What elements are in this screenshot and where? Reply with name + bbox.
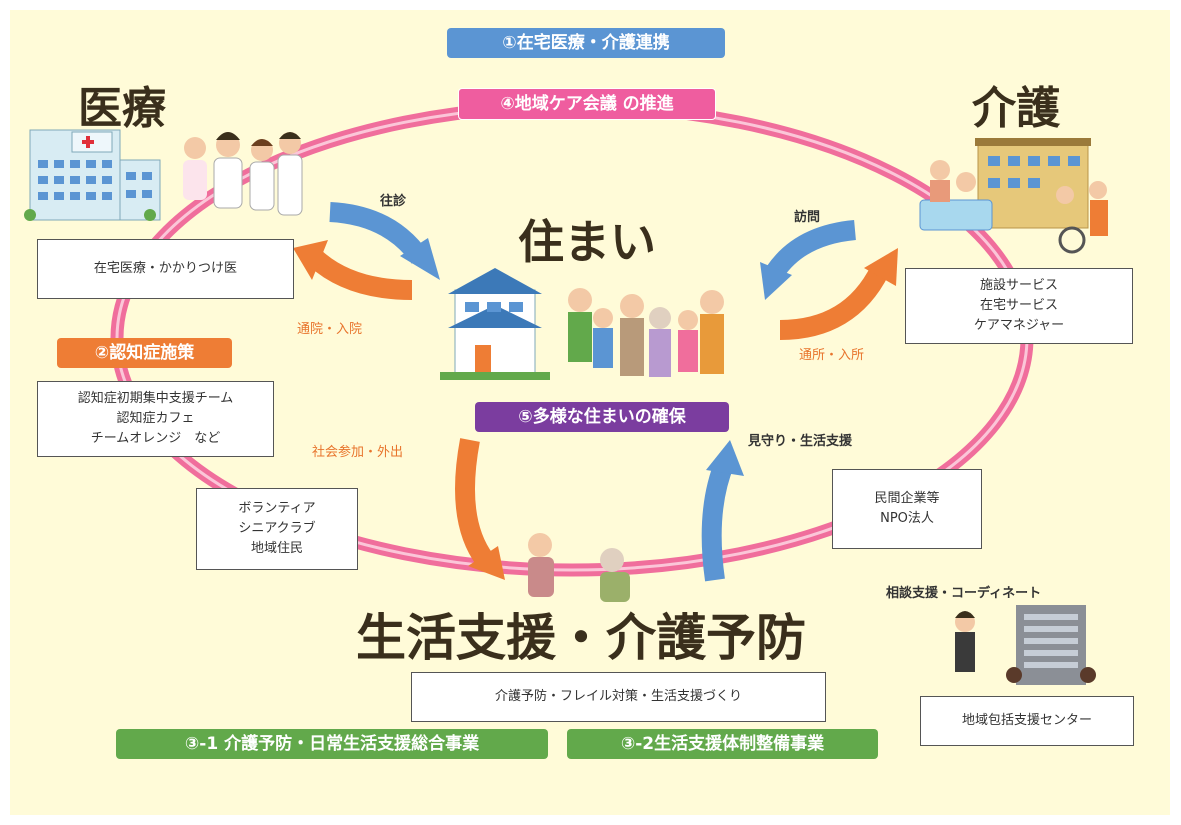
pill-ninchisho: ②認知症施策 bbox=[57, 338, 232, 368]
box-line: 在宅サービス bbox=[979, 298, 1058, 313]
label-tsuin: 通院・入院 bbox=[297, 322, 363, 337]
box-line: ケアマネジャー bbox=[973, 318, 1065, 333]
pill-sogo-jigyo: ③-1 介護予防・日常生活支援総合事業 bbox=[116, 729, 548, 759]
box-kaigo-services: 施設サービス 在宅サービス ケアマネジャー bbox=[905, 268, 1133, 344]
box-line: チームオレンジ など bbox=[90, 431, 221, 446]
box-line: 認知症初期集中支援チーム bbox=[77, 391, 234, 406]
consultant-icon bbox=[955, 611, 975, 672]
pill-zaitaku-renkei: ①在宅医療・介護連携 bbox=[447, 28, 725, 58]
box-line: ボランティア bbox=[238, 501, 316, 516]
box-houkatsu-center: 地域包括支援センター bbox=[920, 696, 1134, 746]
tsuin-arrow bbox=[308, 250, 413, 300]
box-line: 地域住民 bbox=[250, 541, 303, 556]
heading-kaigo: 介護 bbox=[972, 83, 1060, 134]
box-yobo: 介護予防・フレイル対策・生活支援づくり bbox=[411, 672, 826, 722]
medical-staff-icon bbox=[183, 132, 303, 216]
box-line: 介護予防・フレイル対策・生活支援づくり bbox=[494, 689, 742, 704]
hospital-icon bbox=[24, 129, 161, 221]
label-soudan: 相談支援・コーディネート bbox=[886, 586, 1042, 601]
box-ninchisho: 認知症初期集中支援チーム 認知症カフェ チームオレンジ など bbox=[37, 381, 274, 457]
box-line: 認知症カフェ bbox=[116, 411, 195, 426]
exercise-seniors-icon bbox=[528, 533, 630, 602]
label-houmon: 訪問 bbox=[794, 210, 821, 225]
care-facility-icon bbox=[919, 138, 1108, 254]
box-volunteer: ボランティア シニアクラブ 地域住民 bbox=[196, 488, 358, 570]
family-icon bbox=[568, 288, 724, 377]
heading-seikatsu: 生活支援・介護予防 bbox=[356, 609, 806, 667]
house-icon bbox=[440, 268, 550, 380]
heading-sumai: 住まい bbox=[518, 215, 656, 269]
box-line: 地域包括支援センター bbox=[961, 713, 1092, 728]
label-mimamori: 見守り・生活支援 bbox=[748, 434, 853, 449]
office-building-icon bbox=[1006, 605, 1096, 685]
box-line: 民間企業等 bbox=[874, 491, 940, 506]
oushin-arrow bbox=[329, 202, 429, 264]
label-tsusho: 通所・入所 bbox=[799, 348, 865, 363]
box-line: NPO法人 bbox=[880, 511, 934, 526]
pill-sumai-kakuho: ⑤多様な住まいの確保 bbox=[475, 402, 729, 432]
box-line: 施設サービス bbox=[979, 278, 1058, 293]
label-oushin: 往診 bbox=[380, 194, 407, 209]
shakai-arrow bbox=[455, 438, 494, 566]
box-zaitaku-iryo: 在宅医療・かかりつけ医 bbox=[37, 239, 294, 299]
box-minkan: 民間企業等 NPO法人 bbox=[832, 469, 982, 549]
box-line: シニアクラブ bbox=[238, 521, 316, 536]
pill-chiiki-care: ④地域ケア会議 の推進 bbox=[458, 88, 716, 120]
pill-taisei-seibi: ③-2生活支援体制整備事業 bbox=[567, 729, 878, 759]
box-line: 在宅医療・かかりつけ医 bbox=[93, 261, 238, 276]
houmon-arrow bbox=[766, 220, 857, 278]
mimamori-arrow bbox=[701, 458, 735, 582]
tsusho-arrow bbox=[779, 265, 889, 340]
label-shakai: 社会参加・外出 bbox=[312, 445, 404, 460]
heading-iryo: 医療 bbox=[78, 83, 166, 134]
